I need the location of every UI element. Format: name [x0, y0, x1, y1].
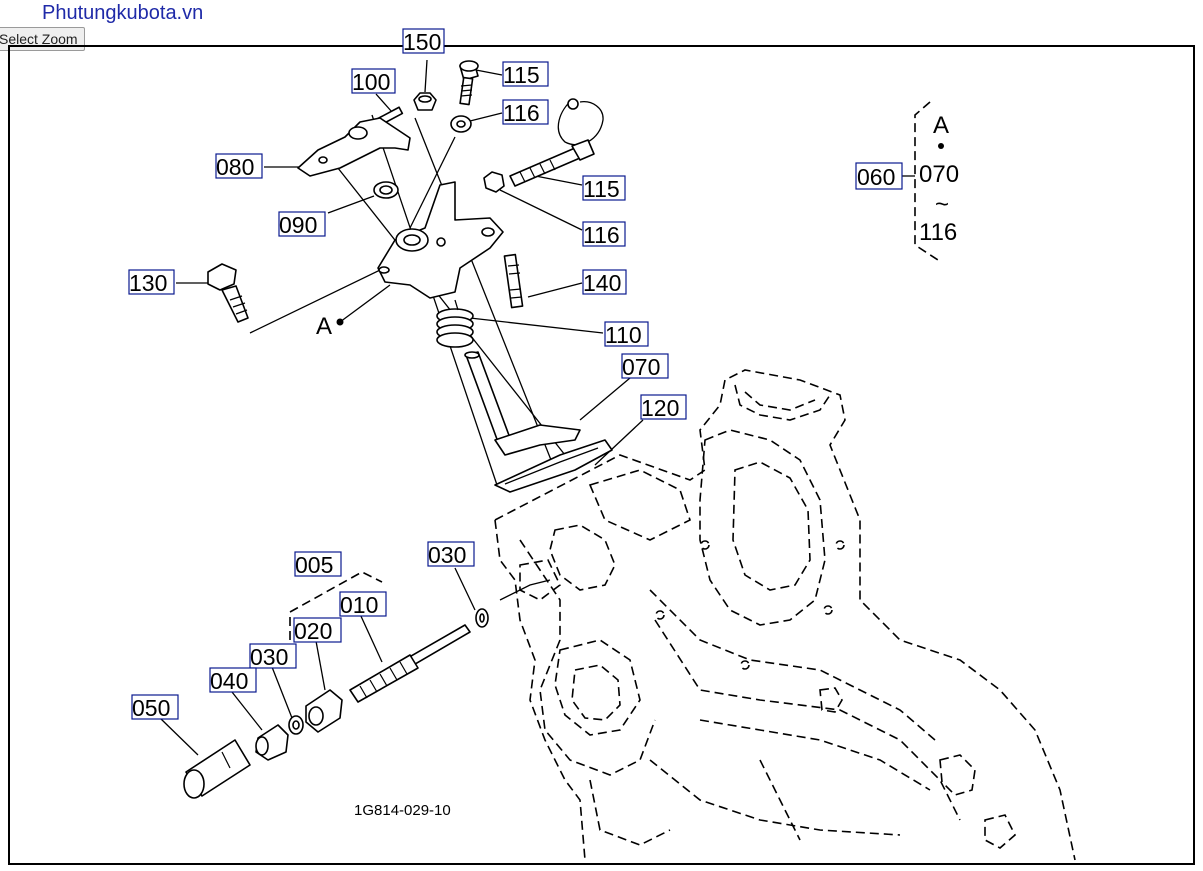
part-115-bolt-right — [509, 139, 595, 187]
drawing-code: 1G814-029-10 — [354, 802, 451, 819]
part-050-cap — [183, 739, 251, 799]
part-010-bolt — [349, 624, 471, 703]
part-130-bolt — [207, 263, 249, 323]
callout-text: 005 — [295, 552, 333, 578]
callout-010[interactable]: 010 — [339, 591, 387, 618]
part-110-spring — [436, 299, 474, 348]
part-140-stud — [503, 253, 524, 309]
callout-150[interactable]: 150 — [402, 28, 445, 55]
callout-text: 030 — [250, 644, 288, 670]
callout-020[interactable]: 020 — [293, 617, 342, 644]
part-030-washer-lower — [288, 715, 304, 735]
callout-050[interactable]: 050 — [131, 694, 179, 721]
callout-text: 150 — [403, 29, 441, 55]
callout-text: 115 — [503, 62, 540, 88]
callout-text: 130 — [129, 270, 167, 296]
part-115-bolt-top — [459, 60, 479, 106]
callout-text: 040 — [210, 668, 248, 694]
part-080-lever — [297, 117, 411, 177]
part-040-cap-nut — [255, 724, 289, 761]
callout-090[interactable]: 090 — [278, 211, 326, 238]
part-116-washer-right — [483, 171, 505, 193]
callout-030-lower[interactable]: 030 — [249, 643, 297, 670]
callout-116-top[interactable]: 116 — [502, 99, 549, 126]
part-030-washer-upper — [475, 608, 489, 628]
callout-080[interactable]: 080 — [215, 153, 263, 180]
callout-text: 080 — [216, 154, 254, 180]
callout-text: 110 — [605, 322, 642, 348]
group-note-line1: A — [933, 112, 949, 139]
callout-text: 116 — [503, 100, 540, 126]
callout-005[interactable]: 005 — [294, 551, 342, 578]
assembly-005-bracket — [289, 571, 383, 640]
callout-140[interactable]: 140 — [582, 269, 627, 296]
part-116-washer-top — [450, 98, 604, 146]
callout-text: 116 — [583, 222, 620, 248]
callout-070[interactable]: 070 — [621, 353, 669, 380]
callout-text: 010 — [340, 592, 378, 618]
callout-text: 050 — [132, 695, 170, 721]
part-120-gasket — [494, 439, 613, 493]
callout-120[interactable]: 120 — [640, 394, 687, 421]
group-note-line3: 116 — [919, 219, 957, 246]
part-150-nut — [413, 92, 437, 111]
callout-text: 115 — [583, 176, 620, 202]
group-note-tilde: ~ — [935, 191, 949, 218]
callout-text: 030 — [428, 542, 466, 568]
select-zoom-button[interactable]: Select Zoom — [0, 27, 85, 51]
callout-040[interactable]: 040 — [209, 667, 257, 694]
ref-point-label: A — [316, 313, 332, 340]
group-note-label: 060 — [857, 164, 895, 190]
callout-text: 100 — [352, 69, 390, 95]
callout-text: 140 — [583, 270, 621, 296]
part-090-washer — [373, 181, 399, 199]
callout-100[interactable]: 100 — [351, 68, 396, 95]
site-title[interactable]: Phutungkubota.vn — [42, 2, 204, 24]
group-note: 060 A 070 ~ 116 — [855, 101, 959, 261]
gear-case-housing — [494, 369, 1076, 861]
callout-130[interactable]: 130 — [128, 269, 175, 296]
callout-115-top[interactable]: 115 — [502, 61, 549, 88]
callout-116-right[interactable]: 116 — [582, 221, 626, 248]
callout-text: 120 — [641, 395, 679, 421]
group-note-line2: 070 — [919, 161, 959, 188]
diagram-frame — [8, 45, 1195, 865]
leader-lines — [159, 59, 644, 756]
callout-115-right[interactable]: 115 — [582, 175, 626, 202]
ref-point-a: A — [316, 313, 344, 340]
callout-030-upper[interactable]: 030 — [427, 541, 475, 568]
part-020-nut — [305, 689, 343, 733]
governor-bracket — [377, 181, 504, 299]
callout-text: 070 — [622, 354, 660, 380]
callout-text: 020 — [294, 618, 332, 644]
callout-text: 090 — [279, 212, 317, 238]
part-070-shaft — [464, 351, 581, 456]
callout-110[interactable]: 110 — [604, 321, 649, 348]
